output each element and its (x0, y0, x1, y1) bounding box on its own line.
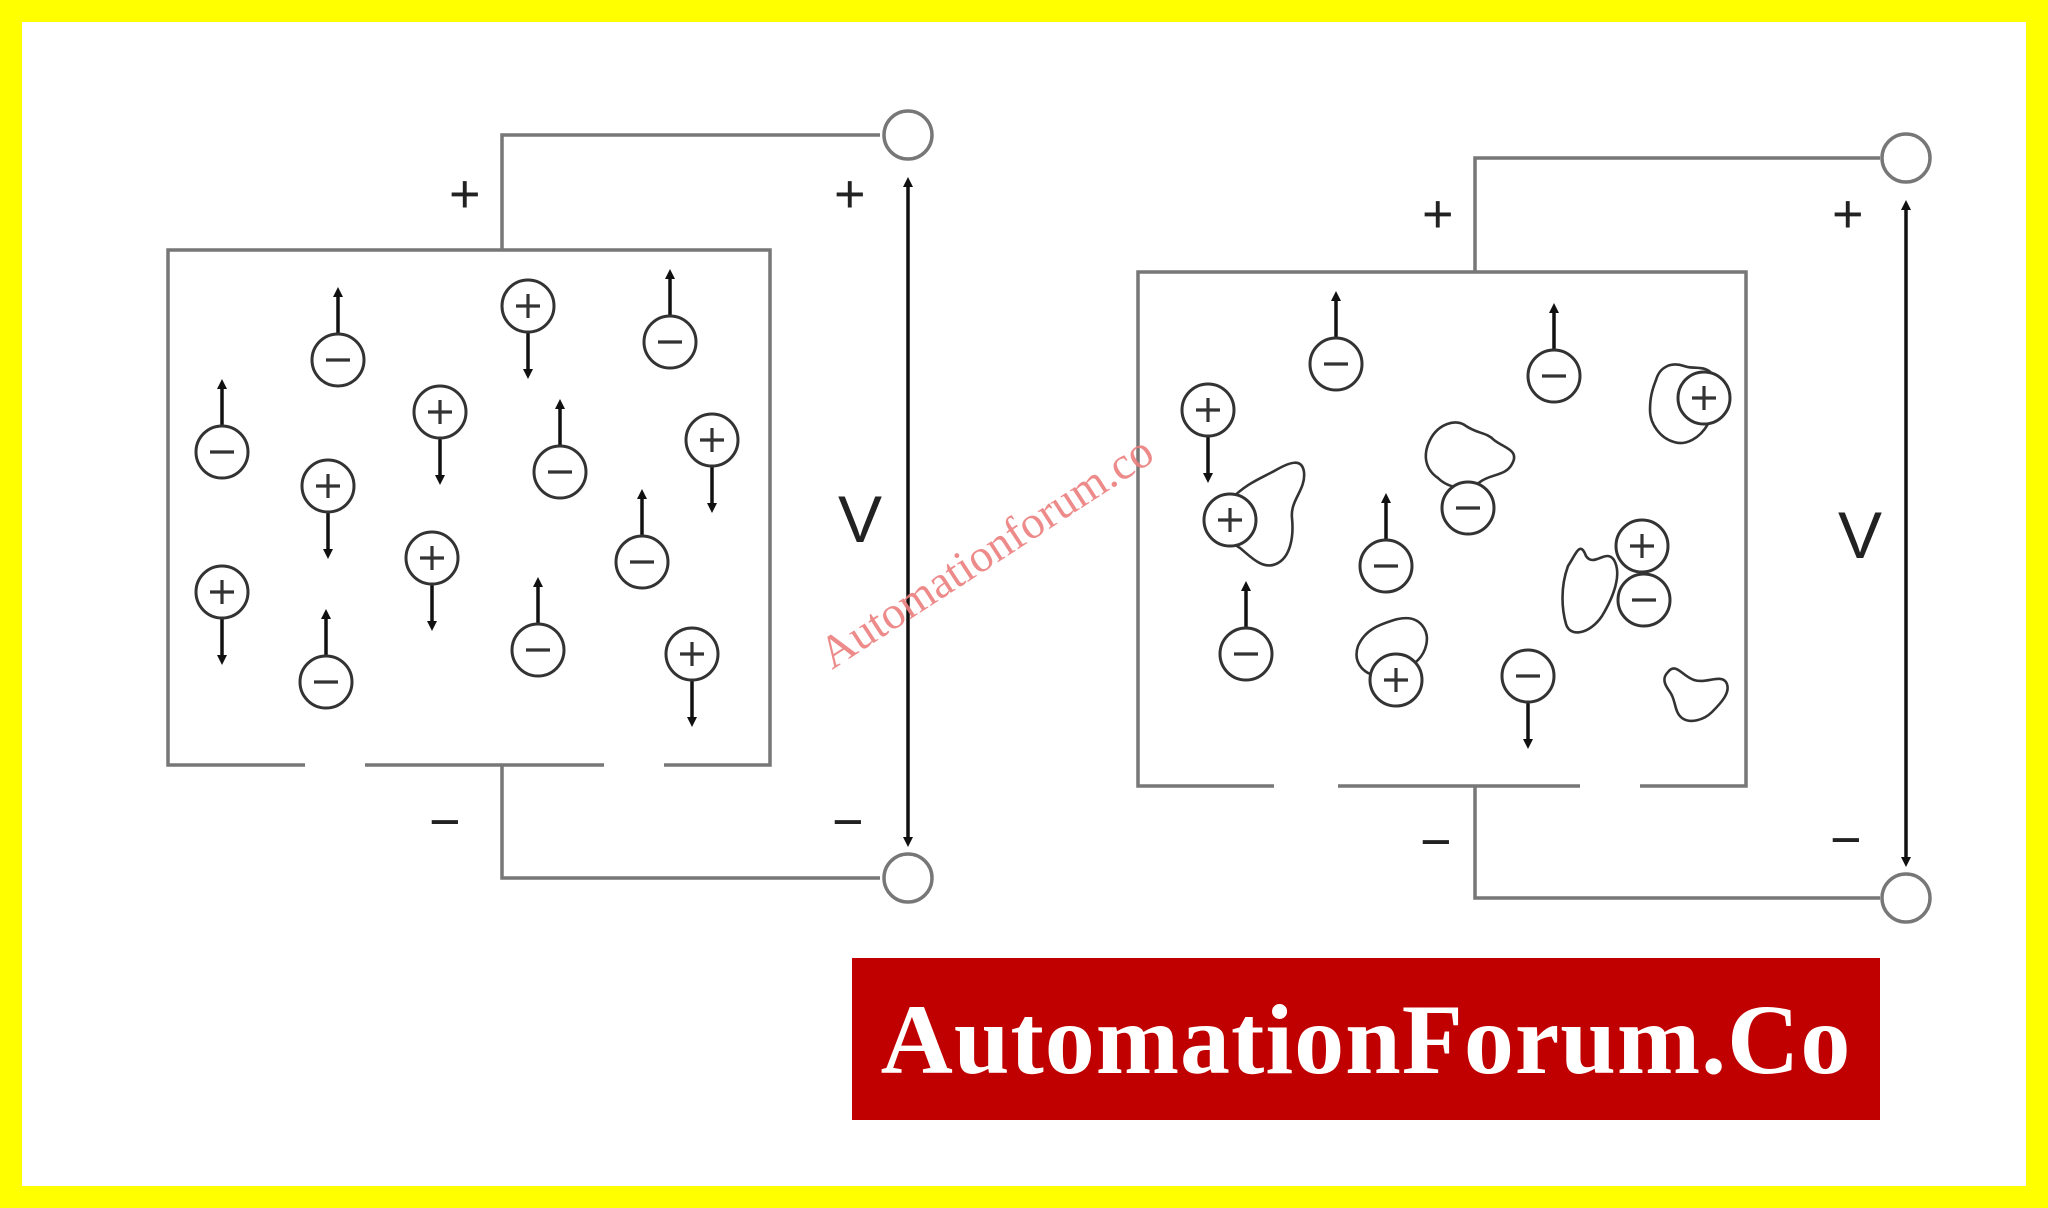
particle-blob (1561, 547, 1619, 634)
negative-ion (1500, 648, 1556, 749)
positive-ion (664, 626, 720, 727)
brand-text: AutomationForum.Co (880, 983, 1852, 1095)
positive-ion (500, 278, 556, 379)
negative-ion (1218, 581, 1274, 682)
positive-ion (684, 412, 740, 513)
left-top-plus: + (449, 164, 481, 224)
negative-ion (1616, 572, 1672, 628)
right-top-plus: + (1422, 184, 1454, 244)
left-panel: + − + − V (166, 109, 934, 904)
particle-blob (1424, 421, 1516, 490)
left-top-terminal (882, 109, 934, 161)
negative-ion (510, 577, 566, 678)
positive-ion (404, 530, 460, 631)
positive-ion (194, 564, 250, 665)
left-voltage-label: V (838, 482, 882, 556)
right-top-terminal (1880, 132, 1932, 184)
left-bottom-wire (500, 765, 880, 880)
positive-ion (300, 458, 356, 559)
positive-ion (1202, 492, 1258, 548)
right-bottom-terminal (1880, 872, 1932, 924)
left-ions (194, 269, 740, 727)
negative-ion (1358, 493, 1414, 594)
left-voltage-minus: − (832, 792, 864, 852)
negative-ion (298, 609, 354, 710)
right-bottom-wire (1473, 786, 1880, 900)
brand-banner: AutomationForum.Co (852, 958, 1880, 1120)
negative-ion (1526, 303, 1582, 404)
right-ions (1180, 291, 1732, 749)
right-container (1136, 270, 1748, 788)
right-bottom-minus: − (1420, 812, 1452, 872)
negative-ion (642, 269, 698, 370)
left-top-wire (500, 133, 880, 250)
negative-ion (194, 379, 250, 480)
particle-blob (1663, 667, 1729, 723)
negative-ion (1308, 291, 1364, 392)
positive-ion (1614, 518, 1670, 574)
left-bottom-terminal (882, 852, 934, 904)
negative-ion (1440, 480, 1496, 536)
right-voltage-plus: + (1832, 184, 1864, 244)
negative-ion (310, 287, 366, 388)
left-container (166, 248, 772, 767)
left-voltage-plus: + (834, 164, 866, 224)
positive-ion (1180, 382, 1236, 483)
positive-ion (1368, 652, 1424, 708)
positive-ion (412, 384, 468, 485)
positive-ion (1676, 370, 1732, 426)
right-voltage-label: V (1838, 498, 1882, 572)
right-voltage-minus: − (1830, 810, 1862, 870)
negative-ion (532, 399, 588, 500)
left-bottom-minus: − (429, 792, 461, 852)
negative-ion (614, 489, 670, 590)
right-panel: + − + − V (1136, 132, 1932, 924)
right-top-wire (1473, 156, 1880, 272)
